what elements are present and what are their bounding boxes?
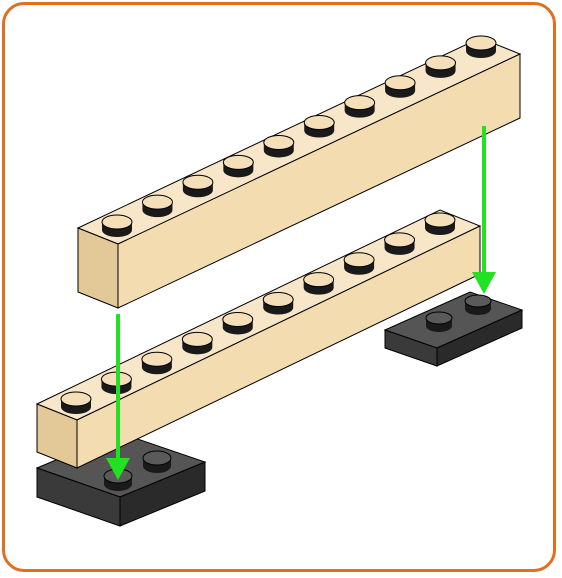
right-arrow (472, 126, 496, 294)
upper-brick-stud (222, 154, 254, 178)
right-plate-stud (425, 311, 453, 332)
upper-brick-stud (384, 75, 416, 98)
lower-brick-stud (222, 311, 254, 335)
lower-brick-stud (424, 212, 456, 235)
upper-brick-stud (101, 214, 133, 237)
left-plate-stud (142, 450, 172, 473)
upper-brick-studs (101, 35, 497, 237)
lower-brick-studs (60, 212, 456, 414)
right-plate-stud (464, 294, 492, 315)
lower-brick-stud (181, 331, 213, 355)
upper-brick-stud (141, 194, 173, 218)
lower-brick (35, 209, 482, 469)
lower-brick-stud (384, 232, 416, 255)
left-arrow (106, 314, 130, 480)
right-plate (383, 291, 524, 367)
lower-brick-stud (343, 252, 375, 275)
upper-brick-stud (344, 95, 376, 118)
upper-brick-stud (465, 35, 497, 58)
lower-brick-stud (60, 391, 92, 414)
lower-brick-stud (303, 272, 335, 295)
upper-brick-stud (303, 115, 335, 138)
lower-brick-stud (262, 292, 294, 315)
upper-brick (76, 35, 522, 309)
left-plate (35, 432, 207, 527)
upper-brick-stud (263, 134, 295, 158)
upper-brick-stud (182, 174, 214, 198)
lower-brick-stud (141, 351, 173, 375)
upper-brick-stud (425, 55, 457, 78)
